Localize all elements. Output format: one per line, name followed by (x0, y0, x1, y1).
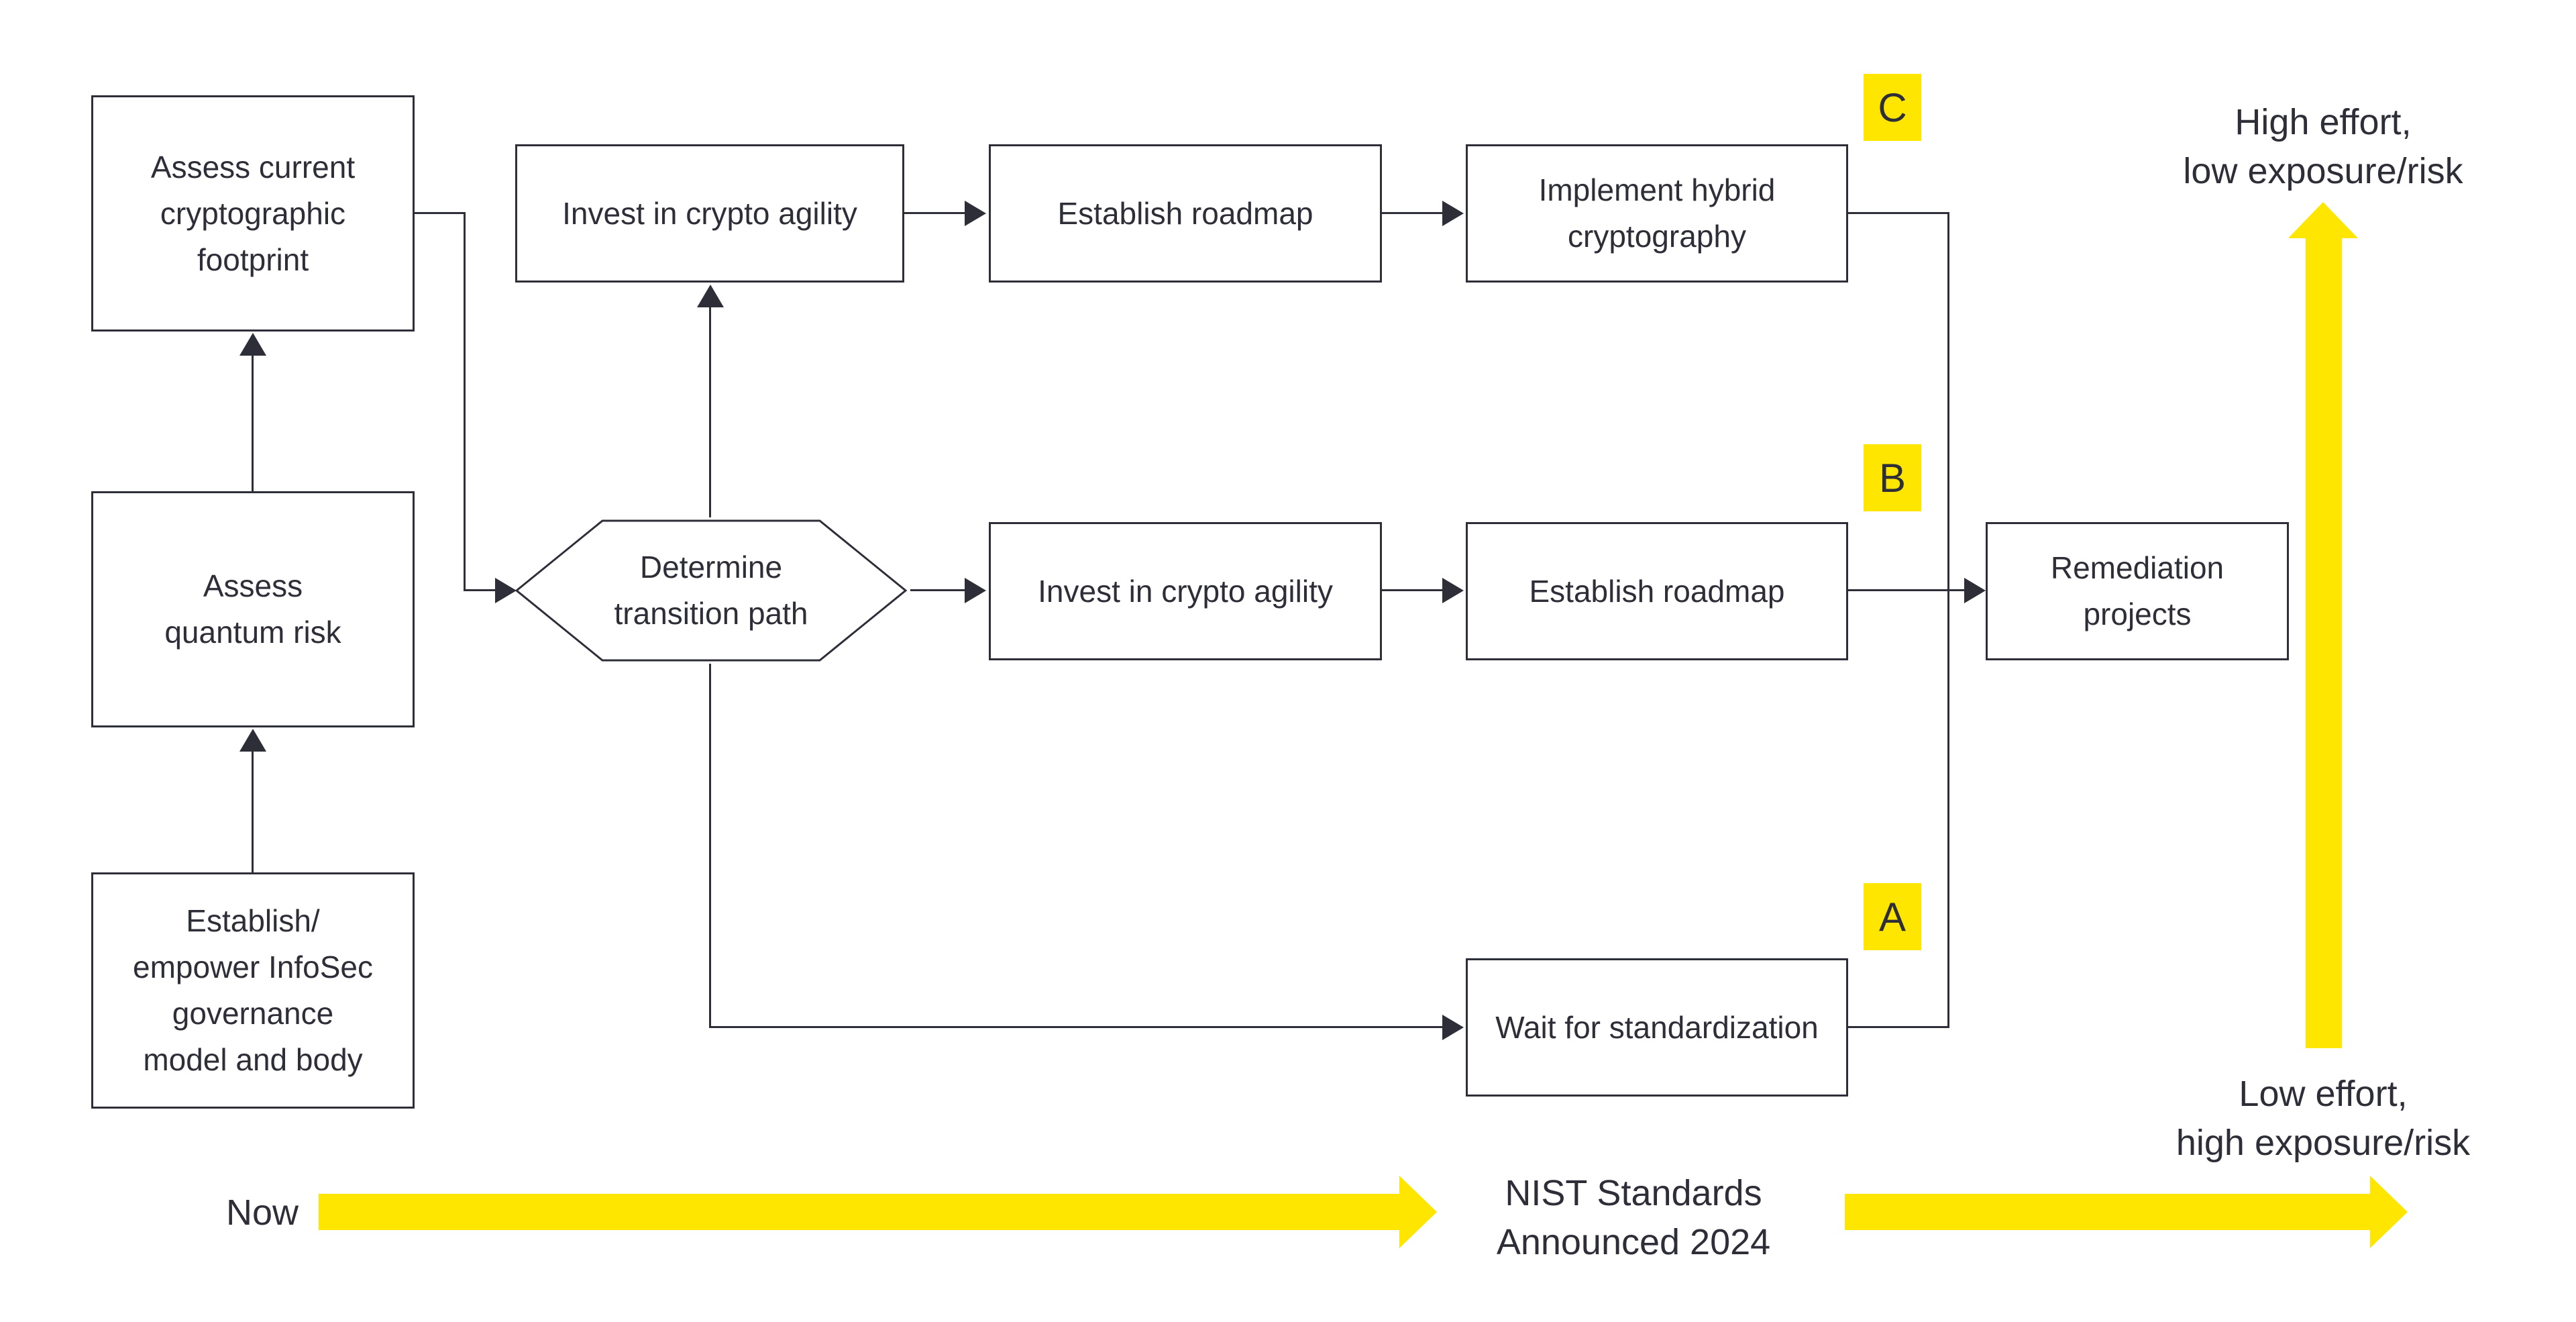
node-establish-roadmap-mid: Establish roadmap (1466, 522, 1848, 660)
decision-hexagon-shape (515, 519, 908, 662)
node-wait-for-standardization: Wait for standardization (1466, 958, 1848, 1097)
path-label-c: C (1864, 74, 1921, 141)
arrow-invest-mid-to-roadmap-mid-line (1382, 589, 1442, 591)
connector-decision-to-wait-h (709, 1026, 1442, 1028)
connector-footprint-to-decision-h2 (464, 589, 496, 591)
connector-wait-to-junction-h (1848, 1026, 1949, 1028)
arrow-governance-to-quantum-line (252, 752, 254, 872)
arrow-roadmap-top-to-hybrid-line (1382, 212, 1442, 214)
arrow-invest-mid-to-roadmap-mid-head (1442, 578, 1464, 603)
connector-hybrid-to-junction-h (1848, 212, 1949, 214)
node-establish-roadmap-top: Establish roadmap (989, 144, 1382, 283)
timeline-arrow-1-shaft (319, 1194, 1399, 1230)
arrow-roadmap-top-to-hybrid-head (1442, 201, 1464, 226)
timeline-arrow-1-head (1399, 1176, 1437, 1248)
path-label-a: A (1864, 883, 1921, 950)
connector-footprint-to-decision-h1 (415, 212, 466, 214)
connector-junction-v (1947, 212, 1949, 1028)
arrow-quantum-to-footprint-head (239, 333, 266, 356)
connector-footprint-to-decision-head (495, 578, 517, 603)
effort-axis-arrow-head (2288, 202, 2358, 238)
arrow-governance-to-quantum-head (239, 729, 266, 752)
effort-axis-arrow-shaft (2306, 238, 2342, 1048)
node-remediation-projects: Remediation projects (1986, 522, 2289, 660)
node-assess-footprint: Assess current cryptographic footprint (91, 95, 415, 332)
node-implement-hybrid-cryptography: Implement hybrid cryptography (1466, 144, 1848, 283)
arrow-decision-to-invest-mid-line (910, 589, 965, 591)
timeline-now-label: Now (225, 1192, 299, 1233)
connector-footprint-to-decision-v (464, 212, 466, 591)
path-label-b: B (1864, 444, 1921, 511)
timeline-milestone-label: NIST Standards Announced 2024 (1496, 1173, 1771, 1262)
arrow-decision-to-invest-mid-head (965, 578, 986, 603)
node-determine-transition-path: Determine transition path (614, 550, 808, 631)
effort-axis-low-label: Low effort, high exposure/risk (2176, 1074, 2471, 1163)
node-assess-quantum-risk: Assess quantum risk (91, 491, 415, 727)
arrow-decision-to-invest-top-line (709, 307, 711, 517)
node-invest-crypto-agility-mid: Invest in crypto agility (989, 522, 1382, 660)
arrow-quantum-to-footprint-line (252, 356, 254, 491)
arrow-roadmap-mid-to-remediation-line (1848, 589, 1964, 591)
decision-hexagon (512, 517, 910, 664)
connector-decision-to-wait-head (1442, 1015, 1464, 1040)
arrow-invest-top-to-roadmap-top-line (904, 212, 965, 214)
node-invest-crypto-agility-top: Invest in crypto agility (515, 144, 904, 283)
arrow-decision-to-invest-top-head (697, 285, 724, 307)
timeline-arrow-2-head (2370, 1176, 2408, 1248)
timeline-arrow-2-shaft (1845, 1194, 2370, 1230)
effort-axis-high-label: High effort, low exposure/risk (2183, 102, 2463, 191)
node-establish-governance: Establish/ empower InfoSec governance mo… (91, 872, 415, 1109)
arrow-invest-top-to-roadmap-top-head (965, 201, 986, 226)
connector-decision-to-wait-v (709, 664, 711, 1028)
arrow-roadmap-mid-to-remediation-head (1964, 578, 1986, 603)
